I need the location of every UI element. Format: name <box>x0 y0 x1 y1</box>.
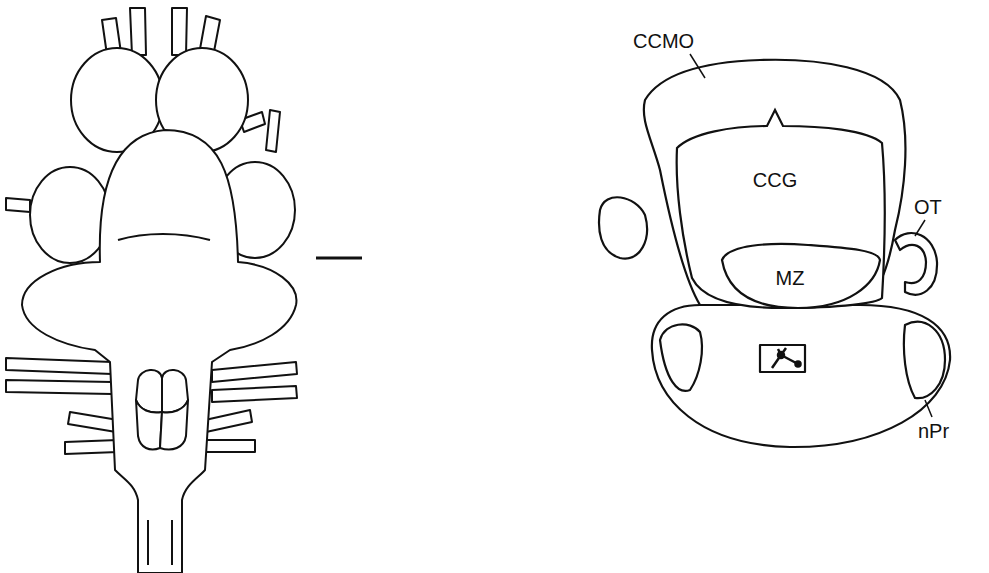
section-marker <box>316 257 362 260</box>
nerve <box>266 110 280 152</box>
medulla-section <box>652 305 950 447</box>
brain-body <box>22 130 296 573</box>
ccg-region: CCG MZ <box>672 108 888 308</box>
ot-outline <box>895 233 937 295</box>
leader-line <box>690 54 705 78</box>
ot-label: OT <box>914 196 942 218</box>
cerebellum-line <box>118 234 210 240</box>
nerve <box>6 358 112 374</box>
nerve <box>65 440 118 454</box>
leader-line <box>925 400 932 417</box>
nerve <box>130 8 146 55</box>
nerve <box>205 440 255 452</box>
npr-outline <box>660 324 702 390</box>
nerve <box>212 362 297 382</box>
region-label: MZ <box>776 267 805 289</box>
mz-region: MZ <box>718 240 884 312</box>
nerve <box>6 380 112 394</box>
spinal-line <box>148 520 172 565</box>
npr-label: nPr <box>918 420 949 442</box>
neuron-symbol <box>772 348 801 368</box>
region-label: CCG <box>753 169 797 191</box>
nerve <box>172 8 187 55</box>
nerve <box>205 410 252 432</box>
inset-box <box>760 345 805 372</box>
lateral-blob <box>599 197 647 258</box>
npr-outline <box>904 322 945 398</box>
nerve <box>6 198 30 212</box>
tectum-lobe <box>30 167 110 263</box>
vagal-lobe <box>136 400 162 450</box>
nerve <box>68 412 118 432</box>
leader-line <box>915 220 925 236</box>
nerve <box>212 386 297 402</box>
vagal-lobe <box>160 400 188 450</box>
ccmo-label: CCMO <box>633 30 694 52</box>
